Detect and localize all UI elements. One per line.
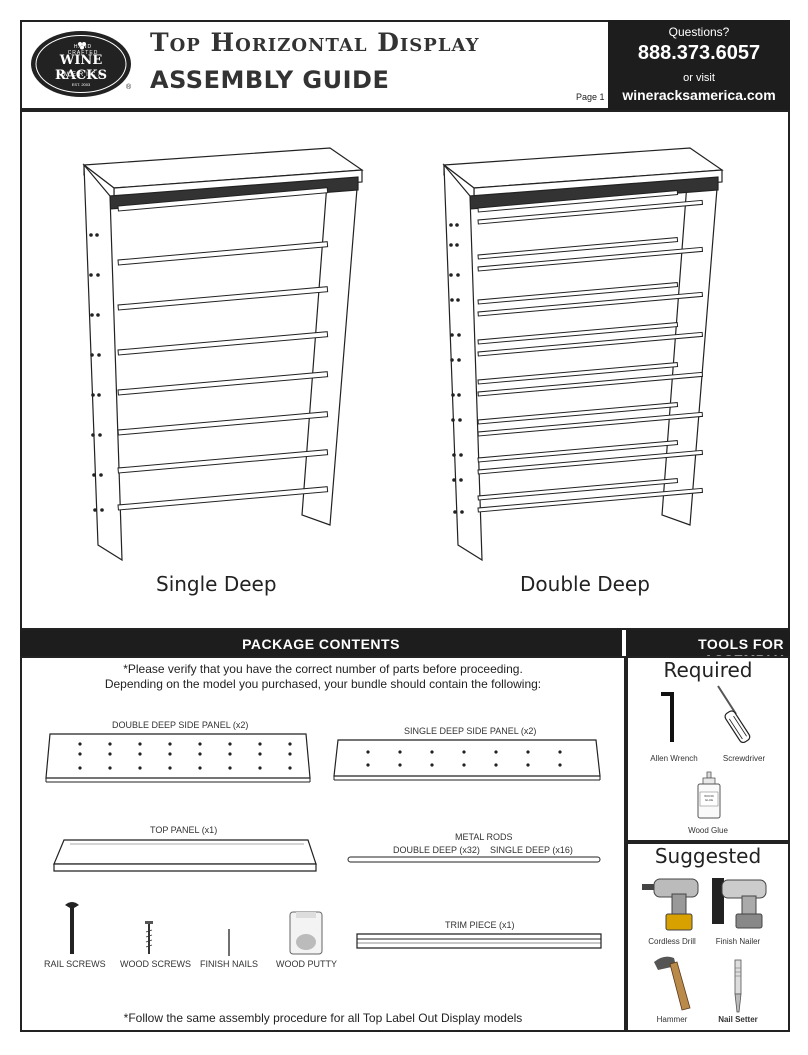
finish-nailer-icon: [712, 878, 767, 929]
logo-est-text: EST. 2003: [71, 82, 91, 87]
logo-registered: ®: [126, 84, 132, 91]
nail-setter-label: Nail Setter: [718, 1015, 758, 1024]
top-panel-drawing: [53, 839, 317, 872]
screwdriver-label: Screwdriver: [722, 754, 766, 763]
hammer-label: Hammer: [656, 1015, 688, 1024]
wood-putty-drawing: [289, 911, 323, 955]
package-footer-note: *Follow the same assembly procedure for …: [123, 1011, 523, 1025]
rods-single-label: SINGLE DEEP (x16): [490, 845, 573, 855]
screwdriver-icon: [717, 685, 751, 744]
double-side-panel-label: DOUBLE DEEP SIDE PANEL (x2): [112, 720, 249, 730]
trim-piece-drawing: [356, 933, 602, 949]
package-contents-heading: PACKAGE CONTENTS: [242, 636, 400, 652]
page-number: Page 1: [576, 92, 605, 102]
allen-wrench-icon: [661, 692, 674, 742]
double-deep-caption: Double Deep: [520, 572, 650, 596]
allen-wrench-label: Allen Wrench: [650, 754, 698, 763]
top-panel-label: TOP PANEL (x1): [150, 825, 218, 835]
wood-glue-icon: [697, 771, 721, 819]
website-link[interactable]: wineracksamerica.com: [622, 87, 776, 103]
suggested-tools-frame: [626, 842, 790, 1032]
wood-screws-label: WOOD SCREWS: [120, 959, 191, 969]
logo-sub-text: AMERICA: [56, 72, 106, 78]
logo-emblem: [31, 31, 131, 97]
wood-screw-drawing: [145, 921, 153, 954]
metal-rod-drawing: [347, 856, 601, 863]
document-title: Top Horizontal Display: [150, 28, 480, 57]
nail-setter-icon: [734, 959, 742, 1013]
single-deep-caption: Single Deep: [156, 572, 277, 596]
wood-putty-label: WOOD PUTTY: [276, 959, 337, 969]
metal-rods-label: METAL RODS: [455, 832, 513, 842]
trim-piece-label: TRIM PIECE (x1): [445, 920, 515, 930]
hammer-icon: [654, 956, 691, 1011]
document-subtitle: ASSEMBLY GUIDE: [150, 66, 390, 94]
single-side-panel-label: SINGLE DEEP SIDE PANEL (x2): [404, 726, 537, 736]
questions-label: Questions?: [668, 25, 730, 39]
logo: HAND CRAFTED WINE RACKS AMERICA EST. 200…: [28, 28, 138, 102]
package-note-line1: *Please verify that you have the correct…: [123, 662, 523, 676]
cordless-drill-label: Cordless Drill: [648, 937, 696, 946]
single-deep-rack-illustration: [82, 147, 364, 562]
package-contents-frame: [20, 656, 626, 1032]
rail-screw-drawing: [65, 902, 79, 954]
cordless-drill-icon: [642, 878, 699, 931]
or-visit-label: or visit: [683, 72, 715, 84]
logo-main-text: WINE RACKS: [55, 53, 107, 83]
required-title: Required: [663, 658, 753, 682]
finish-nailer-label: Finish Nailer: [715, 937, 761, 946]
rods-double-label: DOUBLE DEEP (x32): [393, 845, 480, 855]
logo-top-text: HAND CRAFTED: [67, 44, 99, 56]
double-side-panel-drawing: [45, 733, 311, 783]
glue-bottle-text: WOOD GLUE: [704, 794, 714, 802]
package-note-line2: Depending on the model you purchased, yo…: [104, 677, 542, 691]
suggested-title: Suggested: [654, 844, 762, 868]
single-side-panel-drawing: [333, 739, 601, 781]
tools-bar: TOOLS FOR ASSEMBLY: [626, 630, 790, 668]
required-tools-frame: [626, 656, 790, 842]
phone-number[interactable]: 888.373.6057: [637, 42, 761, 64]
finish-nails-label: FINISH NAILS: [200, 959, 259, 969]
finish-nail-drawing: [228, 929, 230, 956]
contact-box: Questions? 888.373.6057 or visit winerac…: [608, 20, 790, 110]
wood-glue-label: Wood Glue: [688, 826, 728, 835]
double-deep-rack-illustration: [442, 147, 724, 562]
package-contents-bar: PACKAGE CONTENTS: [20, 630, 622, 656]
rail-screws-label: RAIL SCREWS: [44, 959, 106, 969]
illustration-frame: [20, 110, 790, 630]
